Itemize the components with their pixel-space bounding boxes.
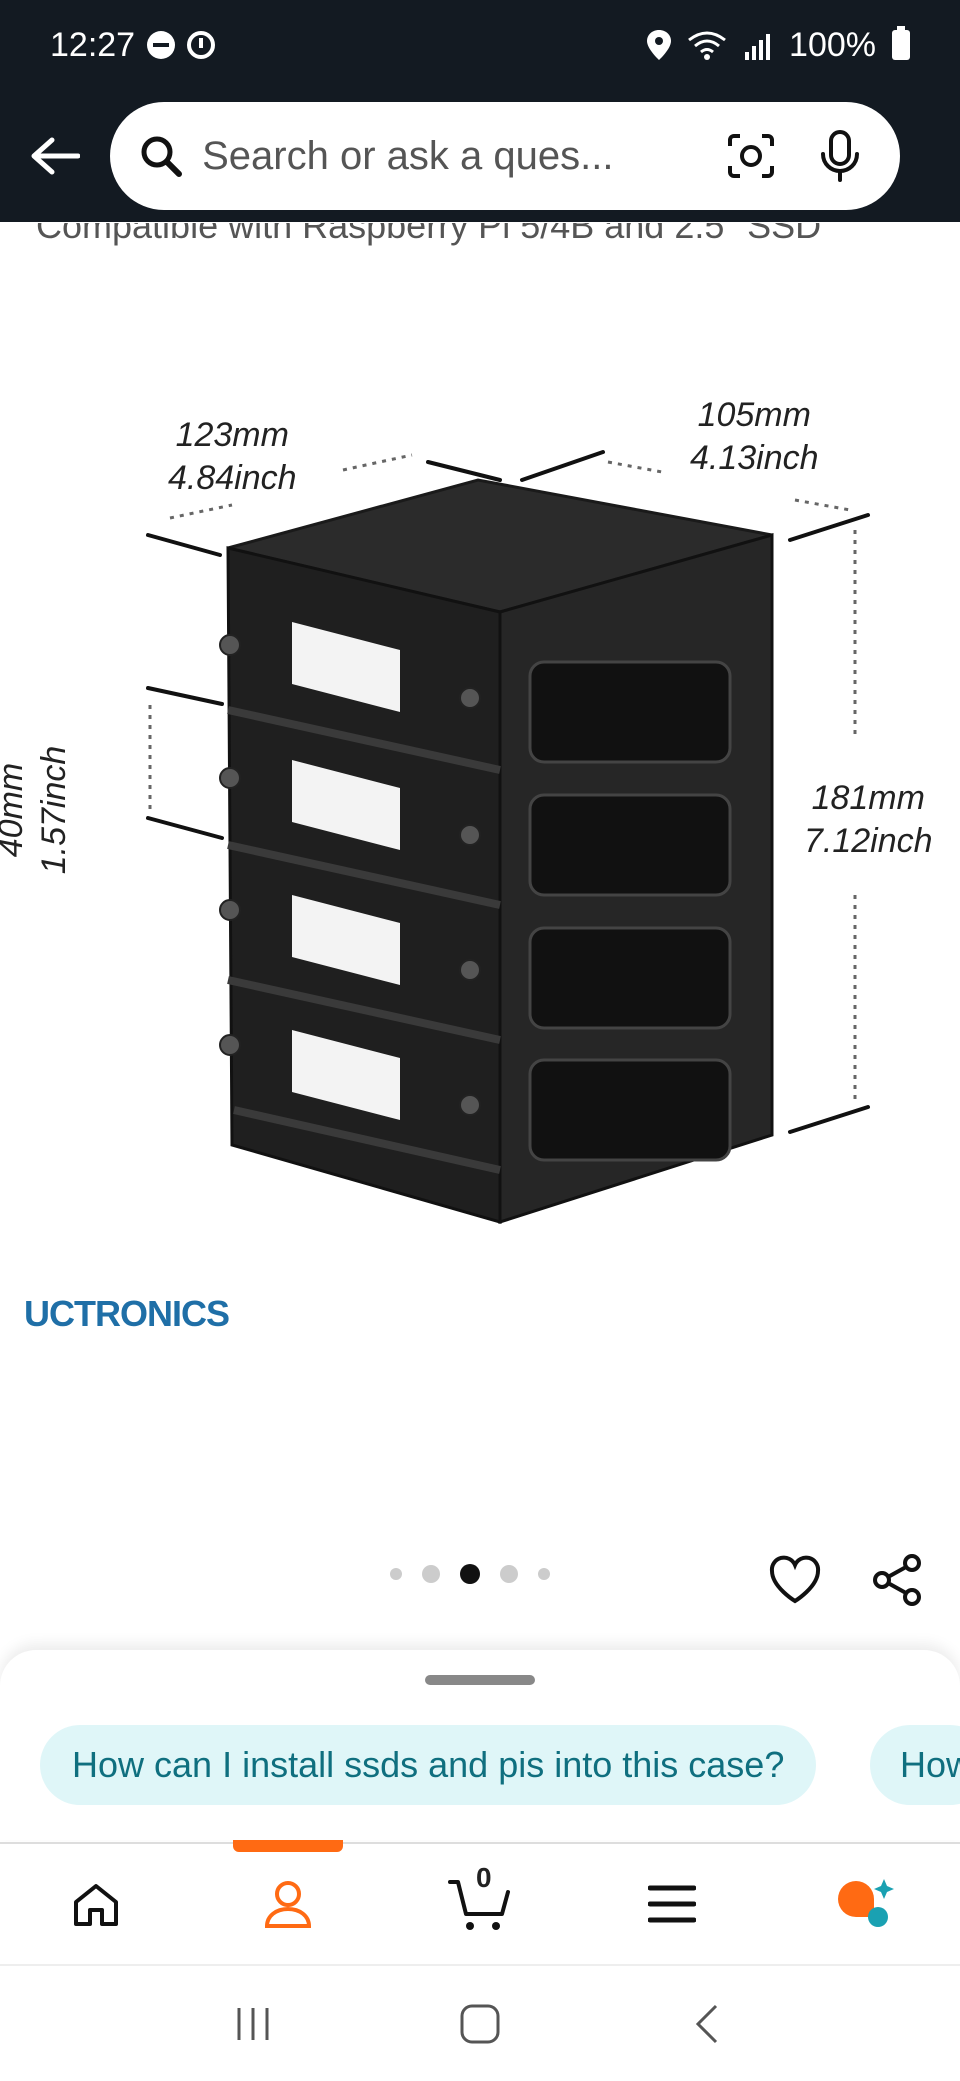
nav-rufus[interactable]	[768, 1844, 960, 1964]
cart-icon	[448, 1880, 510, 1930]
alarm-icon	[187, 31, 216, 59]
sheet-handle[interactable]	[425, 1675, 535, 1685]
nav-menu[interactable]	[576, 1844, 768, 1964]
gallery-dot[interactable]	[390, 1568, 402, 1580]
location-icon	[647, 30, 672, 60]
heart-icon	[769, 1555, 821, 1604]
gallery-indicator	[390, 1564, 550, 1584]
height-dimension: 181mm 7.12inch	[804, 777, 933, 862]
recent-apps-icon	[237, 2007, 269, 2040]
height-mm: 181mm	[811, 779, 925, 817]
battery-icon	[892, 26, 910, 60]
gallery-dot[interactable]	[500, 1565, 518, 1583]
suggestion-chip[interactable]: How	[870, 1725, 960, 1805]
layer-in: 1.57inch	[34, 745, 73, 875]
chevron-left-icon	[695, 2004, 717, 2043]
status-right: 100%	[647, 26, 910, 65]
back-system-button[interactable]	[667, 1984, 747, 2064]
nav-home[interactable]	[0, 1844, 192, 1964]
battery-percent: 100%	[789, 25, 876, 64]
gallery-dot[interactable]	[538, 1568, 550, 1580]
microphone-icon	[821, 130, 860, 182]
brand-logo: UCTRONICS	[24, 1293, 230, 1334]
cart-count: 0	[476, 1862, 492, 1893]
rufus-assistant-icon	[838, 1879, 894, 1927]
product-image[interactable]: 123mm 4.84inch 105mm 4.13inch 181mm 7.12…	[0, 222, 960, 1522]
status-bar: 12:27 100%	[0, 0, 960, 90]
camera-search-button[interactable]	[717, 121, 784, 191]
favorite-button[interactable]	[760, 1545, 830, 1615]
nav-cart[interactable]: 0	[384, 1844, 576, 1964]
nav-account[interactable]	[192, 1840, 384, 1964]
layer-mm: 40mm	[0, 762, 30, 858]
width-mm: 123mm	[175, 416, 289, 454]
assistant-sheet: How can I install ssds and pis into this…	[0, 1650, 960, 1840]
width-dimension: 123mm 4.84inch	[168, 414, 297, 499]
gallery-dot[interactable]	[422, 1565, 440, 1583]
gallery-dot-active[interactable]	[460, 1564, 480, 1584]
signal-icon	[745, 34, 771, 60]
search-input[interactable]	[186, 133, 718, 179]
recent-apps-button[interactable]	[213, 1984, 293, 2064]
product-title-clipped: Compatible with Raspberry Pi 5/4B and 2.…	[36, 205, 822, 246]
search-header	[0, 90, 960, 222]
status-time: 12:27	[50, 25, 136, 64]
search-bar[interactable]	[110, 102, 900, 210]
search-icon	[136, 130, 186, 182]
wifi-icon	[688, 31, 726, 60]
suggestion-chip[interactable]: How can I install ssds and pis into this…	[40, 1725, 817, 1805]
menu-icon	[648, 1885, 696, 1923]
height-in: 7.12inch	[804, 821, 933, 860]
layer-dimension: 40mm 1.57inch	[0, 732, 75, 888]
voice-search-button[interactable]	[807, 121, 874, 191]
share-icon	[873, 1554, 921, 1606]
nav-active-indicator	[233, 1840, 343, 1852]
case-illustration	[146, 450, 870, 1225]
depth-in: 4.13inch	[690, 438, 819, 477]
system-nav-bar	[0, 1964, 960, 2081]
status-left: 12:27	[50, 25, 216, 65]
back-button[interactable]	[0, 101, 110, 211]
bottom-nav: 0	[0, 1840, 960, 1964]
home-icon	[74, 1884, 118, 1926]
share-button[interactable]	[862, 1545, 932, 1615]
width-in: 4.84inch	[168, 458, 297, 497]
depth-mm: 105mm	[697, 396, 811, 434]
depth-dimension: 105mm 4.13inch	[690, 394, 819, 479]
home-square-icon	[460, 2004, 500, 2043]
home-system-button[interactable]	[440, 1984, 520, 2064]
dnd-icon	[147, 31, 176, 59]
camera-search-icon	[727, 134, 774, 178]
back-arrow-icon	[31, 137, 80, 175]
account-icon	[264, 1881, 312, 1928]
